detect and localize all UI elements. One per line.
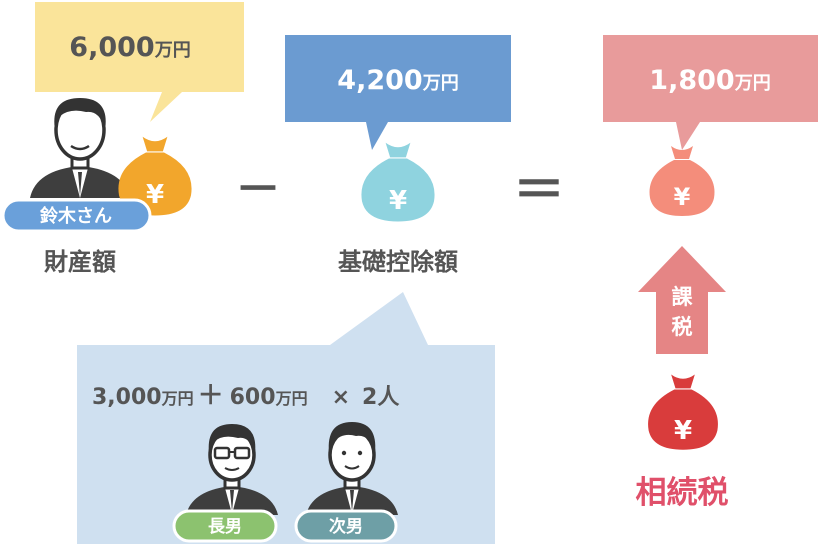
heir-name-2: 次男	[329, 516, 363, 537]
tie	[78, 172, 82, 196]
eye	[357, 450, 363, 456]
svg-text:¥: ¥	[674, 183, 691, 211]
up-arrow-icon	[638, 246, 726, 354]
heir-tag-2	[294, 509, 398, 543]
taxable-money-bag-icon: ¥	[649, 146, 715, 216]
equals-sign: ＝	[513, 161, 565, 221]
deduction-money-bag-icon: ¥	[361, 142, 435, 222]
formula-panel-shape	[77, 292, 495, 544]
hair	[54, 98, 106, 130]
person-name-tag	[1, 198, 152, 233]
hair	[328, 422, 376, 453]
svg-text:¥: ¥	[146, 180, 164, 210]
arrow-label-char-1: 課	[672, 285, 694, 309]
glasses-icon	[213, 446, 251, 460]
hair	[208, 424, 256, 453]
mouth	[224, 467, 240, 471]
inheritance-tax-label: 相続税	[636, 475, 729, 511]
estate-label: 財産額	[44, 248, 116, 276]
taxable-amount-text: 1,800万円	[649, 65, 770, 96]
taxable-amount-bubble: 1,800万円	[603, 35, 818, 150]
minus-sign: －	[235, 162, 281, 216]
estate-bubble-shape	[35, 2, 244, 122]
tie	[230, 490, 234, 512]
smile	[70, 144, 90, 151]
eye	[341, 450, 347, 456]
person-name: 鈴木さん	[40, 205, 112, 227]
mouth	[344, 465, 360, 470]
deduction-label: 基礎控除額	[338, 248, 458, 276]
eldest-son-avatar	[186, 424, 278, 515]
deduction-amount-bubble: 4,200万円	[285, 35, 511, 150]
deduction-bubble-shape	[285, 35, 511, 150]
second-son-avatar	[306, 422, 398, 515]
formula-text: 3,000万円＋600万円×2人	[92, 381, 399, 411]
deduction-formula-panel: 3,000万円＋600万円×2人	[77, 292, 495, 544]
deduction-amount-text: 4,200万円	[337, 65, 458, 96]
suzuki-avatar	[30, 98, 130, 198]
heir-name-1: 長男	[208, 517, 242, 537]
svg-text:¥: ¥	[674, 416, 692, 446]
estate-amount-text: 6,000万円	[69, 32, 190, 63]
svg-text:¥: ¥	[389, 186, 407, 216]
inheritance-tax-money-bag-icon: ¥	[648, 374, 718, 450]
taxation-arrow: 課 税	[638, 246, 726, 354]
heir-tag-1	[172, 509, 278, 543]
arrow-label-char-2: 税	[672, 315, 693, 339]
tie	[350, 490, 354, 512]
taxable-bubble-shape	[603, 35, 818, 150]
estate-amount-bubble: 6,000万円	[35, 2, 244, 122]
estate-money-bag-icon: ¥	[118, 136, 192, 216]
